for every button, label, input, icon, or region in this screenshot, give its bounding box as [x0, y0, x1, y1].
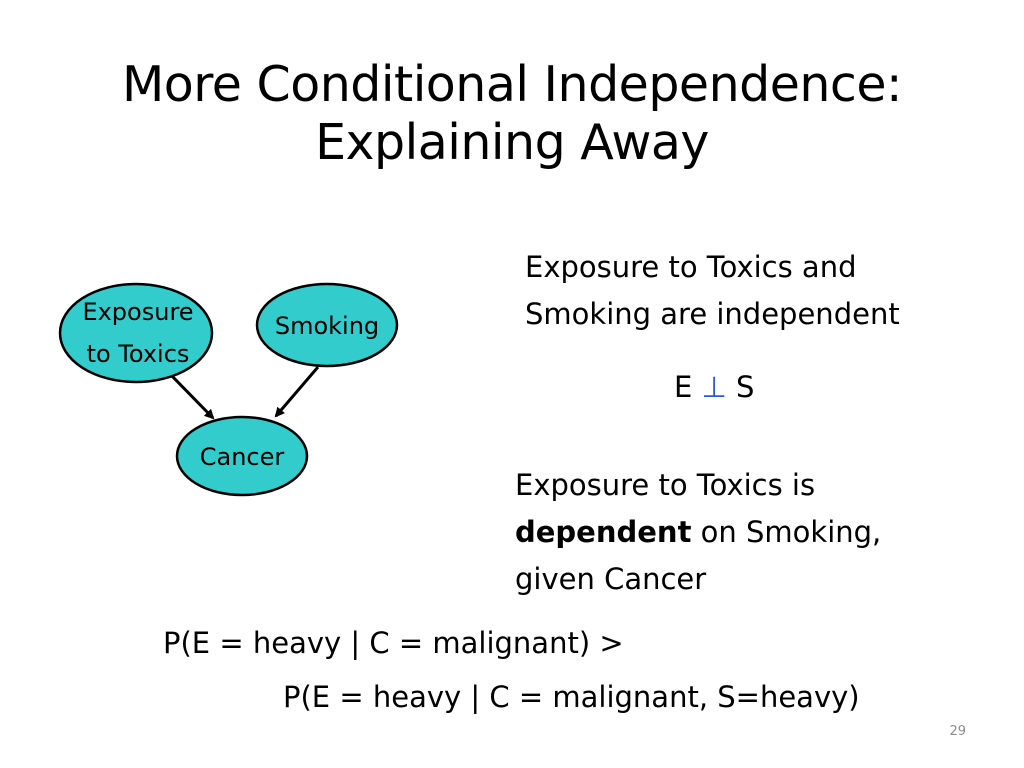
independence-formula: E ⊥ S — [674, 364, 754, 411]
node-exposure-label-line-1: Exposure — [82, 298, 193, 326]
independence-statement: Exposure to Toxics and Smoking are indep… — [525, 244, 900, 338]
node-exposure-to-toxics: Exposure to Toxics — [58, 282, 214, 384]
node-exposure-label-line-2: to Toxics — [87, 340, 190, 368]
dependence-statement: Exposure to Toxics is dependent on Smoki… — [515, 462, 881, 603]
node-smoking-shape — [255, 282, 399, 368]
dependence-bold-word: dependent — [515, 515, 692, 549]
probability-line-1: P(E = heavy | C = malignant) > — [163, 626, 624, 660]
slide-number: 29 — [949, 724, 966, 739]
dependence-line-3: given Cancer — [515, 562, 707, 596]
dependence-line-1: Exposure to Toxics is — [515, 468, 816, 502]
independence-line-1: Exposure to Toxics and — [525, 250, 857, 284]
formula-left: E — [674, 370, 693, 404]
edge-smoking-to-cancer — [274, 366, 320, 418]
node-exposure-shape — [58, 282, 214, 384]
node-cancer-shape — [175, 415, 309, 497]
probability-line-2: P(E = heavy | C = malignant, S=heavy) — [283, 680, 860, 714]
node-cancer: Cancer — [175, 415, 309, 497]
formula-right: S — [736, 370, 755, 404]
title-line-1: More Conditional Independence: — [121, 56, 903, 113]
dependence-line-2: dependent on Smoking, — [515, 509, 881, 556]
perpendicular-icon: ⊥ — [701, 370, 727, 404]
dependence-line-2-rest: on Smoking, — [691, 515, 882, 549]
node-smoking-label: Smoking — [275, 312, 379, 340]
node-cancer-label: Cancer — [200, 443, 285, 471]
edge-exposure-to-cancer — [168, 372, 215, 420]
node-smoking: Smoking — [255, 282, 399, 368]
independence-line-2: Smoking are independent — [525, 297, 900, 331]
title-line-2: Explaining Away — [315, 114, 709, 171]
slide-title: More Conditional Independence: Explainin… — [0, 56, 1024, 172]
